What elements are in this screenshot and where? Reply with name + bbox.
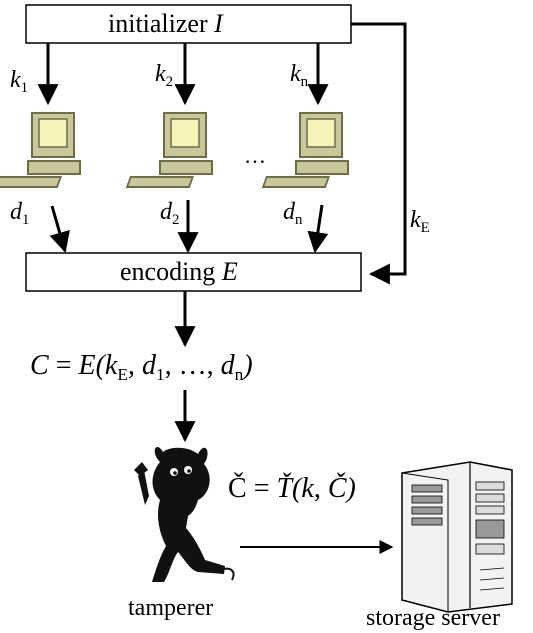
encoding-box (25, 252, 362, 292)
key-label-e: kE (410, 207, 430, 237)
tamperer-label: tamperer (128, 595, 214, 621)
data-label-2: d2 (160, 199, 180, 229)
encoding-symbol: E (221, 257, 238, 286)
computer-1 (0, 112, 81, 188)
key-label-2: k2 (155, 61, 174, 91)
data-label-n: dn (283, 199, 303, 229)
initializer-box (25, 4, 352, 44)
initializer-label: initializer I (108, 11, 223, 37)
initializer-symbol: I (214, 9, 223, 38)
computer-2 (125, 112, 213, 188)
arrow-d1 (49, 205, 70, 254)
storage-server-icon (401, 461, 513, 613)
arrow-dn (307, 204, 329, 254)
formula-c: C = E(kE, d1, …, dn) (30, 350, 253, 385)
encoding-text: encoding (120, 257, 216, 286)
arrow-ke (351, 22, 407, 285)
storage-server-label: storage server (366, 605, 500, 631)
key-label-n: kn (290, 61, 309, 91)
data-label-1: d1 (10, 199, 30, 229)
key-label-1: k1 (10, 67, 29, 97)
tamperer-devil-icon (134, 446, 235, 582)
initializer-text: initializer (108, 9, 208, 38)
computer-n (261, 112, 349, 188)
encoding-label: encoding E (120, 259, 238, 285)
formula-t: Č = Ť(k, Č) (228, 473, 356, 504)
computers-ellipsis: … (244, 143, 266, 168)
